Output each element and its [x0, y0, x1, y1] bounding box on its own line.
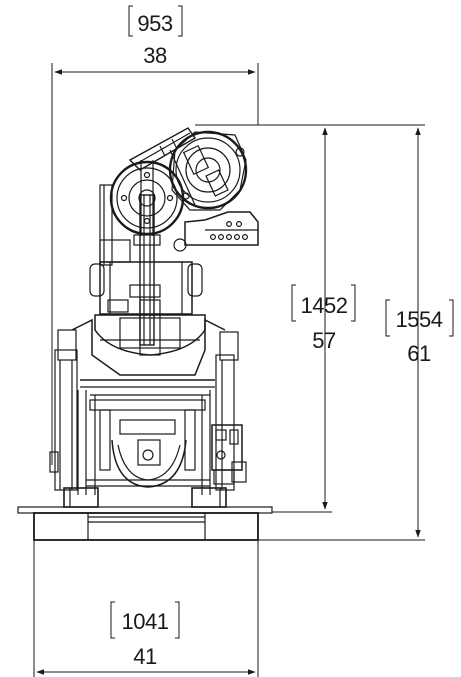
- dimension-top-width: [51, 5, 259, 465]
- bracket-right: [351, 284, 356, 322]
- base-plate: [17, 506, 273, 541]
- bracket-left: [128, 5, 133, 37]
- main-frame: [71, 318, 226, 495]
- hole-plate: [184, 211, 259, 246]
- left-wheel: [109, 160, 185, 236]
- dimension-base-width: [33, 540, 259, 677]
- bracket-left: [110, 601, 115, 639]
- total-height-inch: 61: [407, 341, 431, 366]
- top-width-mm: 953: [137, 11, 172, 36]
- machine-drawing: [17, 127, 273, 541]
- middle-height-inch: 57: [312, 328, 336, 353]
- upper-bracket: [99, 184, 187, 266]
- bracket-left: [385, 299, 390, 337]
- link-arm: [128, 127, 197, 171]
- bracket-right: [178, 5, 183, 37]
- bracket-right: [449, 299, 454, 337]
- spindle: [133, 194, 161, 346]
- base-width-mm: 1041: [122, 609, 169, 634]
- side-columns: [49, 329, 239, 491]
- base-width-inch: 41: [133, 644, 157, 669]
- feet: [63, 487, 227, 508]
- top-width-inch: 38: [143, 43, 167, 68]
- total-height-mm: 1554: [396, 307, 443, 332]
- dimension-total-height: [258, 127, 454, 541]
- upper-block: [89, 261, 203, 315]
- bracket-left: [291, 284, 296, 322]
- lower-cradle: [111, 419, 187, 488]
- bracket-right: [175, 601, 180, 639]
- right-head: [168, 130, 248, 211]
- middle-height-mm: 1452: [301, 293, 348, 318]
- dimension-middle-height: [195, 124, 425, 513]
- side-box: [211, 424, 247, 485]
